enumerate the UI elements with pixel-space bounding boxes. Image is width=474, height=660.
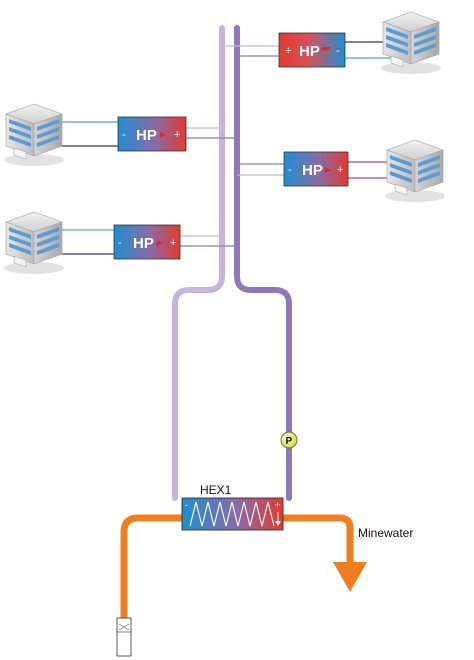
minewater-label: Minewater [358, 526, 413, 540]
svg-text:-: - [185, 500, 188, 510]
cold-trunk-pipe [172, 25, 225, 501]
svg-text:+: + [285, 45, 291, 57]
heat-exchanger: HEX1 - + [181, 483, 284, 531]
svg-text:HP: HP [133, 235, 154, 252]
svg-text:HP: HP [136, 127, 157, 144]
svg-text:P: P [286, 436, 293, 447]
heat-pump-top-right: + HP - [278, 32, 346, 68]
svg-text:+: + [174, 129, 180, 141]
svg-text:-: - [288, 164, 292, 176]
svg-text:HP: HP [302, 162, 323, 179]
office-building-icon [380, 11, 442, 75]
heat-pump-right-middle: - HP + [283, 151, 349, 187]
svg-text:-: - [336, 45, 340, 57]
building-right-middle [384, 139, 446, 203]
office-building-icon [3, 103, 65, 167]
svg-text:-: - [122, 129, 126, 141]
building-left-2 [3, 211, 65, 275]
network-pipes [172, 25, 292, 501]
circulation-pump-icon: P [280, 431, 298, 449]
office-building-icon [3, 211, 65, 275]
heat-exchanger-label: HEX1 [200, 483, 232, 497]
building-left-1 [3, 103, 65, 167]
svg-text:-: - [118, 237, 122, 249]
mine-shaft-icon [116, 617, 132, 657]
building-top-right [380, 11, 442, 75]
office-building-icon [384, 139, 446, 203]
minewater-pipe [120, 514, 367, 620]
heat-pump-left-2: - HP + [113, 224, 181, 260]
svg-text:+: + [275, 500, 280, 510]
warm-trunk-pipe [234, 25, 292, 501]
svg-text:+: + [337, 164, 343, 176]
heat-pump-left-1: - HP + [117, 116, 187, 152]
branch-lines [56, 41, 392, 255]
svg-text:HP: HP [299, 43, 320, 60]
outflow-arrow-icon [333, 562, 367, 592]
svg-text:+: + [170, 237, 176, 249]
